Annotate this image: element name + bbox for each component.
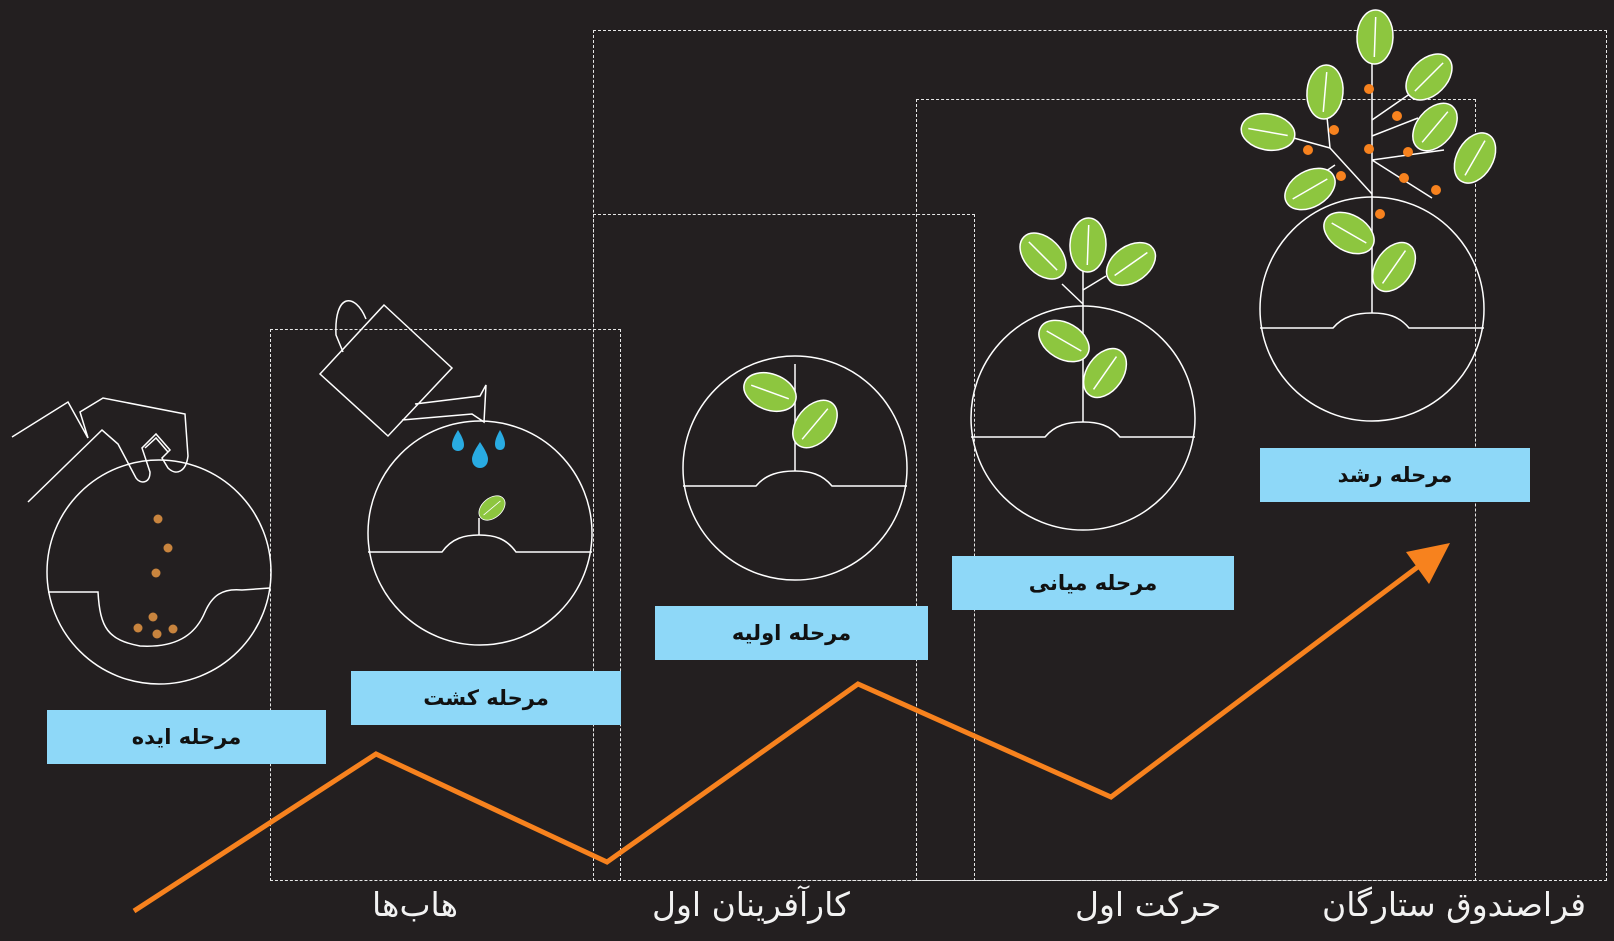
- early-leaves-icon: [737, 365, 847, 458]
- stage-label-growth: مرحله رشد: [1260, 448, 1530, 502]
- stage-label-planting: مرحله کشت: [351, 671, 621, 725]
- planting-illustration: [318, 300, 593, 646]
- idea-illustration: [11, 397, 272, 685]
- trend-arrow: [132, 543, 1450, 914]
- fruits-icon: [1303, 84, 1441, 219]
- growth-leaves-icon: [1237, 8, 1505, 301]
- frame-starfund: [593, 30, 1607, 881]
- program-label-starfund: فراصندوق ستارگان: [1322, 885, 1587, 924]
- stage-label-early: مرحله اولیه: [655, 606, 928, 660]
- watering-can-icon: [318, 300, 487, 438]
- program-label-first-move: حرکت اول: [1075, 885, 1222, 924]
- middle-illustration: [970, 268, 1196, 531]
- middle-leaves-icon: [1010, 216, 1165, 407]
- program-label-hubs: هاب‌ها: [372, 885, 458, 924]
- drops-icon: [452, 430, 505, 468]
- frame-hubs: [270, 329, 621, 881]
- seeds-icon: [133, 514, 178, 639]
- early-illustration: [682, 355, 908, 581]
- hand-icon: [11, 397, 189, 503]
- stage-label-idea: مرحله ایده: [47, 710, 326, 764]
- arrow-head-icon: [1406, 543, 1450, 584]
- stage-label-middle: مرحله میانی: [952, 556, 1234, 610]
- program-label-first-entrepreneurs: کارآفرینان اول: [652, 885, 850, 924]
